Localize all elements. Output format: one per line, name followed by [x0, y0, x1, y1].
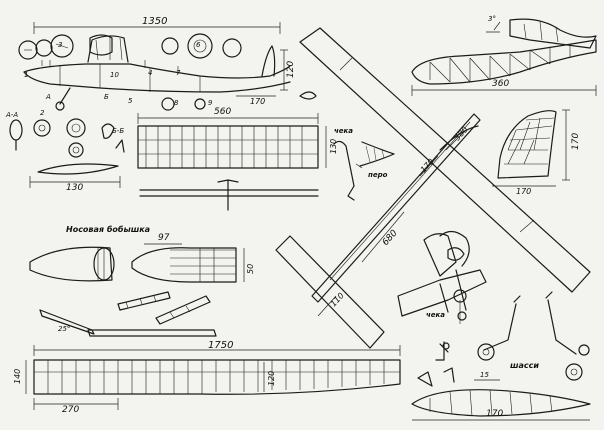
- landing-gear-parts: [397, 230, 591, 421]
- fin-rudder: [492, 109, 570, 187]
- section-number-10: 10: [110, 71, 119, 79]
- dim-tail-height: 170: [571, 132, 581, 150]
- dim-wing-tip-offset: 15: [480, 371, 489, 379]
- small-parts: [39, 291, 217, 337]
- dim-wing-depth: 120: [267, 370, 276, 386]
- section-number-5: 5: [128, 97, 133, 105]
- label-feather: перо: [368, 171, 388, 179]
- stabilizer-plan: [137, 113, 327, 211]
- dim-stab-chord: 130: [329, 138, 338, 154]
- dim-fuselage-height: 120: [286, 60, 296, 78]
- dim-dihedral: 25°: [58, 325, 71, 333]
- main-assembly: [275, 27, 591, 349]
- section-mark-b-b: Б-Б: [112, 127, 125, 135]
- dim-fuselage-length: 1350: [142, 16, 168, 27]
- dim-wing-chord: 140: [13, 368, 22, 384]
- dim-fin-angle: 3°: [488, 15, 496, 23]
- section-mark-a: А: [46, 93, 51, 101]
- section-number-1: 1: [24, 71, 29, 79]
- label-check-top: чека: [334, 127, 354, 135]
- section-number-3: 3: [58, 41, 63, 49]
- section-number-6: 6: [196, 41, 201, 49]
- section-number-8: 8: [174, 99, 179, 107]
- section-number-2: 2: [40, 109, 45, 117]
- nose-block: [29, 243, 245, 283]
- fuselage-side-view: [23, 22, 317, 111]
- dim-nose-depth: 97: [158, 233, 170, 243]
- section-mark-a-a: А-А: [6, 111, 19, 119]
- section-mark-b: Б: [104, 93, 109, 101]
- dim-wing-tip-chord: 170: [486, 409, 504, 419]
- label-nose-cowl: Носовая бобышка: [66, 225, 151, 234]
- label-landing-gear: шасси: [510, 361, 539, 370]
- wing-plan: [25, 345, 401, 410]
- fuselage-top-view: [411, 18, 597, 96]
- dim-tail-depth: 170: [516, 187, 532, 196]
- cross-sections: [9, 33, 242, 158]
- section-number-7: 7: [176, 69, 181, 77]
- dim-tail-length: 360: [492, 79, 510, 89]
- dim-wing-span: 1750: [208, 340, 234, 351]
- dim-wing-panel: 270: [62, 405, 80, 415]
- label-check-bottom: чека: [426, 311, 446, 319]
- dim-stab-span: 560: [214, 107, 232, 117]
- section-number-9: 9: [208, 99, 213, 107]
- dim-nose-height: 50: [246, 263, 255, 274]
- dim-nose-offset: 170: [250, 97, 266, 106]
- dim-stab-profile-chord: 130: [66, 183, 84, 193]
- stab-airfoil: [29, 163, 121, 188]
- section-number-4: 4: [148, 69, 153, 77]
